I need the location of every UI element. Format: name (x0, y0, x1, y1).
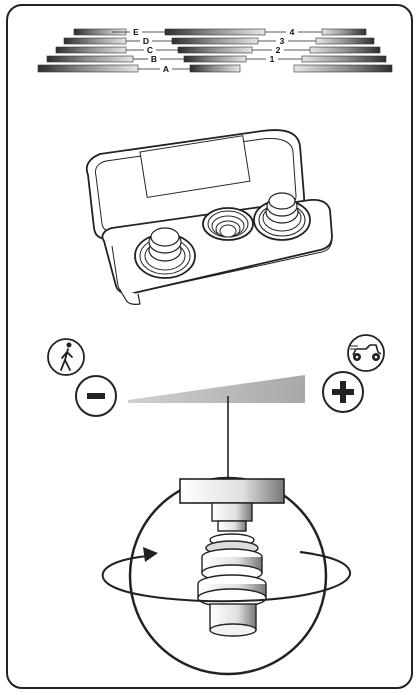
scale-label-4: 4 (290, 27, 295, 37)
plus-icon (323, 372, 363, 412)
stack-scale-chart: E D C B A 4 3 2 1 (38, 27, 392, 74)
right-stack (294, 29, 392, 72)
scale-label-3: 3 (280, 36, 285, 46)
scale-label-e: E (133, 27, 139, 37)
spacer-case (87, 130, 332, 304)
detail-zoom (103, 478, 350, 674)
stiffness-wedge (128, 375, 305, 403)
scale-label-b: B (151, 54, 157, 64)
walking-person-icon (48, 339, 84, 375)
minus-icon (76, 376, 116, 416)
left-stack (38, 29, 138, 72)
adjustment-gauge (48, 335, 384, 416)
scale-label-a: A (163, 64, 169, 74)
scale-label-2: 2 (276, 45, 281, 55)
scale-label-1: 1 (270, 54, 275, 64)
center-stack (165, 29, 265, 72)
off-road-vehicle-icon (348, 335, 384, 371)
